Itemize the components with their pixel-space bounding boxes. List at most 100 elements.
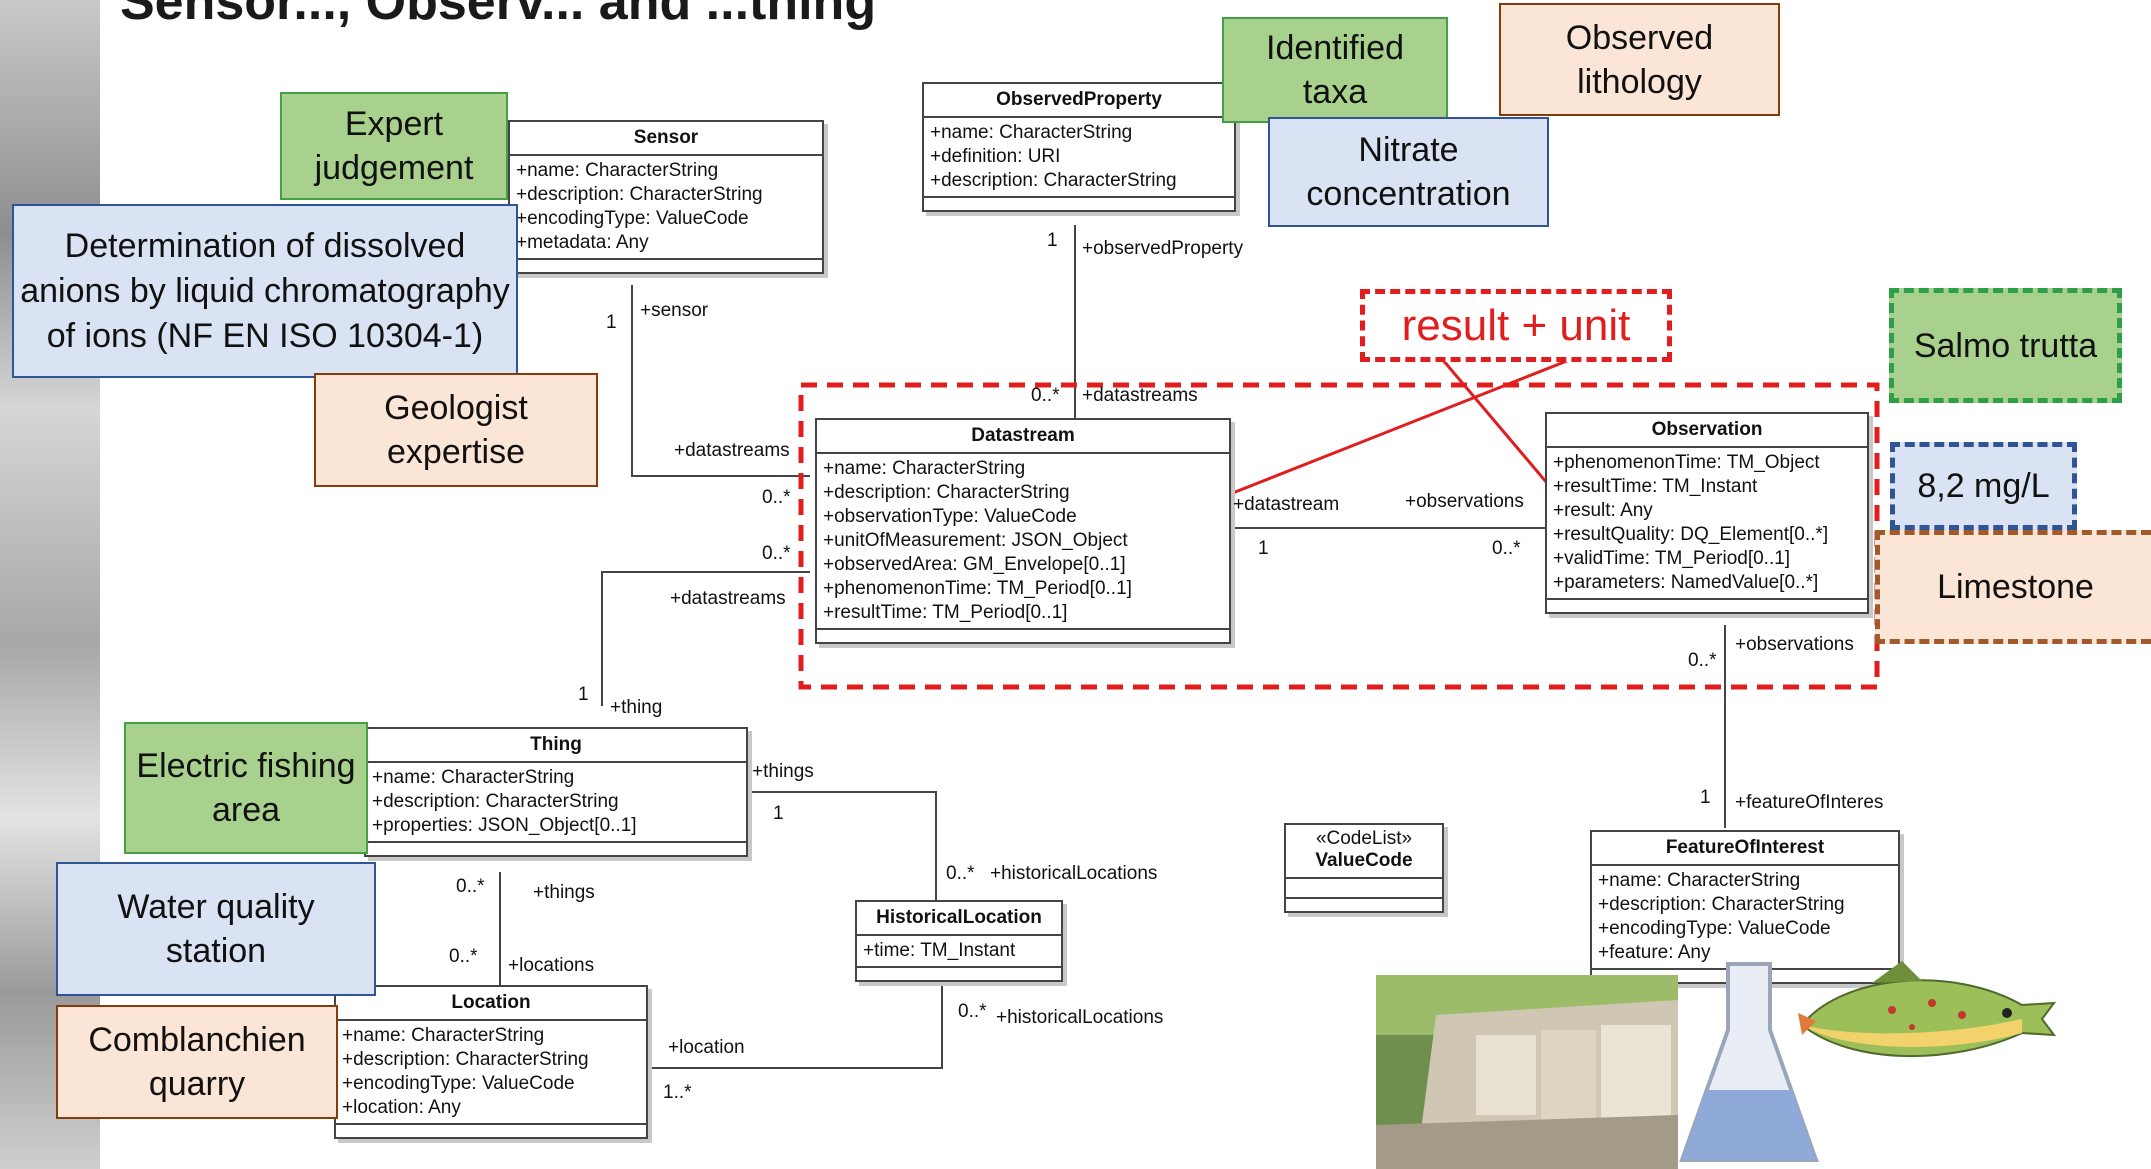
note-result-unit: result + unit <box>1360 289 1672 362</box>
role-label: +sensor <box>640 300 709 321</box>
role-label: +location <box>668 1037 745 1058</box>
class-historical-location-name: HistoricalLocation <box>857 902 1061 936</box>
thing-historical-line <box>745 791 937 900</box>
attribute: +observationType: ValueCode <box>823 506 1077 527</box>
multiplicity-label: 1 <box>1047 230 1058 251</box>
attribute: +encodingType: ValueCode <box>1598 918 1831 939</box>
location-historical-line <box>646 978 943 1069</box>
multiplicity-label: 1 <box>606 312 617 333</box>
class-observation-name: Observation <box>1547 414 1867 448</box>
attribute: +phenomenonTime: TM_Period[0..1] <box>823 578 1132 599</box>
note-observed-lithology: Observed lithology <box>1499 3 1780 116</box>
attribute: +name: CharacterString <box>930 122 1133 143</box>
attribute: +feature: Any <box>1598 942 1711 963</box>
attribute: +metadata: Any <box>516 232 649 253</box>
class-value-code-stereotype: «CodeList» <box>1315 828 1413 849</box>
role-label: +things <box>752 761 814 782</box>
note-identified-taxa: Identified taxa <box>1222 17 1448 123</box>
attribute: +name: CharacterString <box>372 767 575 788</box>
multiplicity-label: 0..* <box>1031 385 1060 406</box>
attribute: +resultQuality: DQ_Element[0..*] <box>1553 524 1829 545</box>
attribute: +description: CharacterString <box>930 170 1177 191</box>
role-label: +things <box>533 882 595 903</box>
class-feature-of-interest-name: FeatureOfInterest <box>1592 832 1898 866</box>
multiplicity-label: 0..* <box>456 876 485 897</box>
multiplicity-label: 0..* <box>946 863 975 884</box>
class-value-code: «CodeList» ValueCode <box>1284 823 1444 913</box>
attribute: +location: Any <box>342 1097 461 1118</box>
attribute: +encodingType: ValueCode <box>342 1073 575 1094</box>
multiplicity-label: 0..* <box>449 946 478 967</box>
multiplicity-label: 0..* <box>762 487 791 508</box>
note-limestone: Limestone <box>1875 530 2151 644</box>
attribute: +phenomenonTime: TM_Object <box>1553 452 1820 473</box>
note-determination-method: Determination of dissolved anions by liq… <box>12 204 518 378</box>
attribute: +unitOfMeasurement: JSON_Object <box>823 530 1128 551</box>
class-location-name: Location <box>336 987 646 1021</box>
class-value-code-name: ValueCode <box>1286 850 1442 879</box>
attribute: +name: CharacterString <box>823 458 1026 479</box>
class-thing-name: Thing <box>366 729 746 763</box>
multiplicity-label: 0..* <box>958 1001 987 1022</box>
class-sensor-name: Sensor <box>510 122 822 156</box>
note-nitrate-concentration: Nitrate concentration <box>1268 117 1549 227</box>
multiplicity-label: 1..* <box>663 1082 692 1103</box>
quarry-photo <box>1376 975 1678 1169</box>
class-datastream-name: Datastream <box>817 420 1229 454</box>
trout-illustration-image <box>1798 961 2057 1057</box>
role-label: +datastreams <box>670 588 786 609</box>
thing-datastream-line <box>601 571 810 706</box>
class-observed-property: ObservedProperty +name: CharacterString … <box>922 82 1236 212</box>
class-datastream: Datastream +name: CharacterString +descr… <box>815 418 1231 644</box>
class-sensor: Sensor +name: CharacterString +descripti… <box>508 120 824 274</box>
attribute: +description: CharacterString <box>516 184 763 205</box>
attribute: +definition: URI <box>930 146 1061 167</box>
class-feature-of-interest: FeatureOfInterest +name: CharacterString… <box>1590 830 1900 984</box>
class-thing: Thing +name: CharacterString +descriptio… <box>364 727 748 857</box>
attribute: +resultTime: TM_Period[0..1] <box>823 602 1068 623</box>
note-electric-fishing-area: Electric fishing area <box>124 722 368 854</box>
multiplicity-label: 1 <box>773 803 784 824</box>
multiplicity-label: 1 <box>1258 538 1269 559</box>
attribute: +name: CharacterString <box>1598 870 1801 891</box>
note-salmo-trutta: Salmo trutta <box>1889 288 2122 403</box>
attribute: +name: CharacterString <box>342 1025 545 1046</box>
attribute: +validTime: TM_Period[0..1] <box>1553 548 1791 569</box>
class-historical-location: HistoricalLocation +time: TM_Instant <box>855 900 1063 982</box>
role-label: +datastreams <box>674 440 790 461</box>
note-comblanchien-quarry: Comblanchien quarry <box>56 1005 338 1119</box>
role-label: +featureOfInteres <box>1735 792 1884 813</box>
attribute: +description: CharacterString <box>372 791 619 812</box>
note-water-quality-station: Water quality station <box>56 862 376 996</box>
multiplicity-label: 0..* <box>762 543 791 564</box>
page-title: Sensor..., Observ... and ...thing <box>120 0 877 31</box>
multiplicity-label: 1 <box>1700 787 1711 808</box>
attribute: +description: CharacterString <box>1598 894 1845 915</box>
multiplicity-label: 1 <box>578 684 589 705</box>
role-label: +historicalLocations <box>990 863 1158 884</box>
role-label: +historicalLocations <box>996 1007 1164 1028</box>
flask-icon-image <box>1679 962 1819 1162</box>
attribute: +resultTime: TM_Instant <box>1553 476 1758 497</box>
role-label: +observations <box>1405 491 1524 512</box>
multiplicity-label: 0..* <box>1688 650 1717 671</box>
attribute: +name: CharacterString <box>516 160 719 181</box>
attribute: +encodingType: ValueCode <box>516 208 749 229</box>
role-label: +datastream <box>1233 494 1340 515</box>
note-value-8-2-mgl: 8,2 mg/L <box>1890 442 2077 530</box>
class-observation: Observation +phenomenonTime: TM_Object +… <box>1545 412 1869 614</box>
attribute: +parameters: NamedValue[0..*] <box>1553 572 1819 593</box>
attribute: +description: CharacterString <box>823 482 1070 503</box>
attribute: +description: CharacterString <box>342 1049 589 1070</box>
flask-icon <box>1676 960 1822 1169</box>
quarry-photo-image <box>1376 975 1678 1169</box>
note-geologist-expertise: Geologist expertise <box>314 373 598 487</box>
trout-illustration <box>1792 955 2062 1075</box>
role-label: +datastreams <box>1082 385 1198 406</box>
attribute: +result: Any <box>1553 500 1653 521</box>
role-label: +thing <box>610 697 663 718</box>
attribute: +observedArea: GM_Envelope[0..1] <box>823 554 1126 575</box>
role-label: +observedProperty <box>1082 238 1244 259</box>
class-location: Location +name: CharacterString +descrip… <box>334 985 648 1139</box>
role-label: +observations <box>1735 634 1854 655</box>
